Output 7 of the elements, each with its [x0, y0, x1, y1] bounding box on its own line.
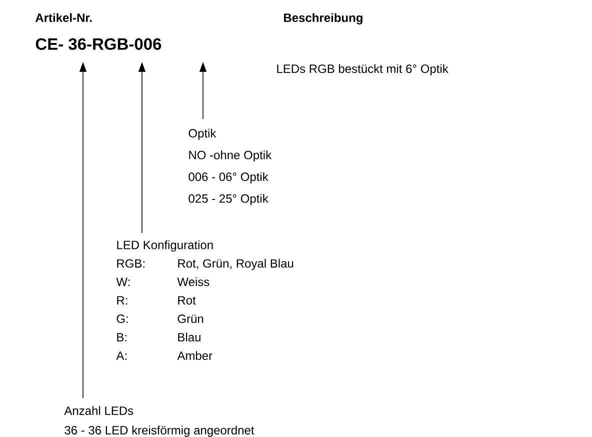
code-legend: LED Konfiguration RGB: Rot, Grün, Royal Blau W: Weiss R: Rot G: Grün B: Blau A: Amber: [116, 240, 294, 360]
article-number: CE- 36-RGB-006: [36, 38, 162, 50]
column-heading: Artikel-Nr.: [36, 13, 92, 22]
column-heading: Beschreibung: [284, 13, 362, 24]
code-legend: Optik NO -ohne Optik 006 - 06° Optik 025 - 25° Optik: [188, 128, 272, 206]
code-legend: Anzahl LEDs 36 - 36 LED kreisförmig angeordnet: [64, 406, 254, 437]
description-text: LEDs RGB bestückt mit 6° Optik: [277, 64, 448, 76]
